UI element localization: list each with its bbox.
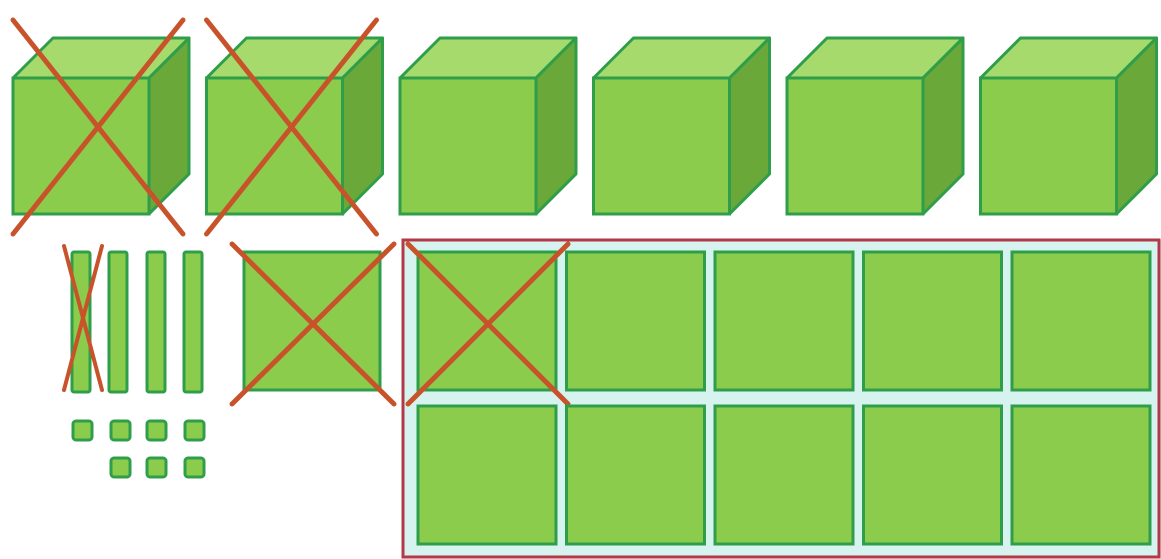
flat-block bbox=[864, 406, 1002, 544]
cube-block bbox=[400, 38, 576, 214]
flat-block bbox=[1012, 406, 1150, 544]
unit-block bbox=[73, 421, 92, 440]
unit-block bbox=[185, 458, 204, 477]
cube-block bbox=[981, 38, 1157, 214]
unit-block bbox=[147, 458, 166, 477]
flat-block bbox=[418, 406, 556, 544]
unit-block bbox=[147, 421, 166, 440]
cube-block bbox=[787, 38, 963, 214]
rod-block bbox=[147, 252, 165, 392]
rod-block bbox=[109, 252, 127, 392]
flat-block bbox=[567, 406, 705, 544]
flat-block bbox=[864, 252, 1002, 390]
flat-block bbox=[715, 252, 853, 390]
single-hundreds-flat bbox=[232, 244, 394, 404]
hundreds-flat-group bbox=[403, 240, 1161, 558]
flat-block bbox=[1012, 252, 1150, 390]
unit-block bbox=[111, 421, 130, 440]
unit-block bbox=[111, 458, 130, 477]
unit-block bbox=[185, 421, 204, 440]
flat-block bbox=[715, 406, 853, 544]
flat-block bbox=[567, 252, 705, 390]
cube-block bbox=[594, 38, 770, 214]
rod-block bbox=[184, 252, 202, 392]
